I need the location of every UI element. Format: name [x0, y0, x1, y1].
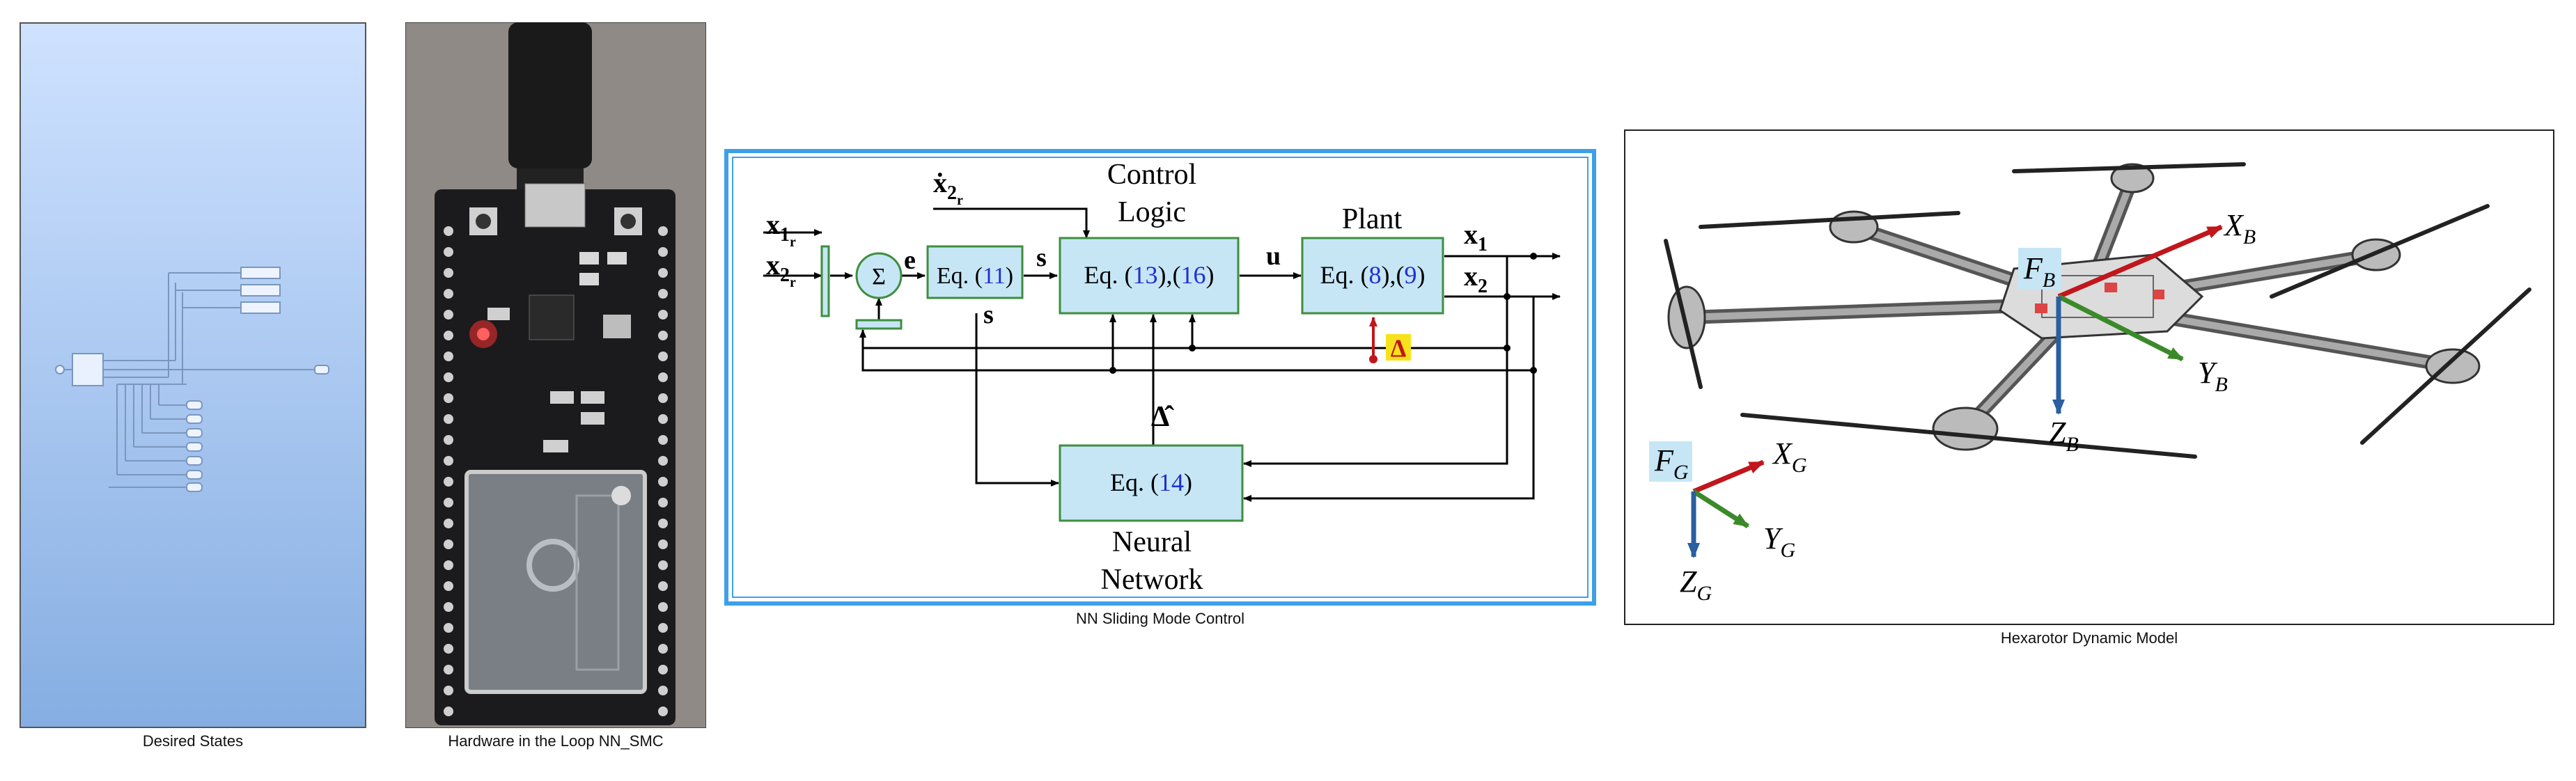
x1r-label: x1r	[766, 209, 796, 250]
sum-junction	[855, 252, 903, 299]
hexarotor-propellers	[1664, 162, 2531, 459]
s-label-top: s	[1036, 243, 1047, 272]
mux-block	[820, 245, 830, 317]
xg-axis-arrow	[1692, 459, 1765, 494]
yb-axis-arrow	[2057, 294, 2184, 362]
caption-desired-states: Desired States	[142, 732, 244, 750]
caption-nn-smc: NN Sliding Mode Control	[1075, 610, 1245, 627]
x2r-dot-label: ẋ2r	[933, 167, 963, 208]
esp32-board-image	[405, 22, 707, 729]
caption-hexarotor: Hexarotor Dynamic Model	[2000, 629, 2178, 647]
zg-label: ZG	[1680, 565, 1712, 605]
eq11-label: Eq. (11)	[937, 263, 1013, 289]
neural-network-block	[1059, 444, 1244, 522]
caption-hil: Hardware in the Loop NN_SMC	[448, 732, 664, 750]
x1-output-label: x1	[1464, 219, 1488, 255]
yg-axis-arrow	[1692, 489, 1749, 528]
hil-board-panel[interactable]	[405, 22, 707, 729]
fg-label: FG	[1654, 443, 1689, 484]
delta-highlight	[1386, 334, 1411, 361]
nn-smc-block-diagram: Σ Eq. (11) Eq. (13),(16) Eq. (8),(9) Eq.…	[724, 149, 1596, 606]
control-logic-title-1: Control	[1107, 159, 1196, 191]
x2-output-label: x2	[1464, 260, 1488, 297]
diagram-frame	[724, 149, 1596, 606]
delta-label: Δ	[1391, 334, 1407, 362]
eq8-9-label: Eq. (8),(9)	[1320, 261, 1426, 289]
demux-block	[855, 319, 903, 330]
s-label-bottom: s	[983, 300, 994, 329]
pin-header-right	[658, 226, 668, 716]
fb-label: FB	[2023, 251, 2055, 292]
eq13-16-label: Eq. (13),(16)	[1084, 261, 1215, 289]
zb-label: ZB	[2049, 416, 2079, 456]
desired-states-canvas	[19, 22, 366, 728]
hexarotor-model: FB XB YB ZB FG XG YG ZG	[1624, 129, 2554, 625]
sum-symbol: Σ	[872, 264, 886, 290]
fb-highlight	[2018, 248, 2061, 290]
yg-label: YG	[1763, 521, 1795, 562]
xb-label: XB	[2223, 208, 2256, 248]
error-label: e	[904, 246, 916, 275]
plant-block	[1301, 237, 1444, 315]
x2r-label: x2r	[766, 249, 796, 290]
desired-states-panel[interactable]	[19, 22, 366, 728]
eq14-label: Eq. (14)	[1110, 468, 1192, 496]
neural-network-title-1: Neural	[1112, 526, 1192, 558]
eq13-16-block	[1059, 237, 1240, 315]
hexarotor-panel[interactable]: FB XB YB ZB FG XG YG ZG	[1624, 129, 2554, 625]
simulink-wiring	[55, 267, 329, 492]
plant-title: Plant	[1342, 203, 1403, 235]
nn-smc-diagram-panel[interactable]: Σ Eq. (11) Eq. (13),(16) Eq. (8),(9) Eq.…	[724, 149, 1596, 606]
fg-highlight	[1649, 441, 1692, 482]
yb-label: YB	[2198, 356, 2228, 396]
pin-header-left	[444, 226, 453, 716]
xb-axis-arrow	[2057, 224, 2223, 299]
eq11-block	[926, 245, 1024, 299]
control-logic-title-2: Logic	[1118, 196, 1186, 228]
xg-label: XG	[1772, 436, 1807, 477]
neural-network-title-2: Network	[1101, 564, 1203, 596]
u-label: u	[1266, 242, 1281, 271]
